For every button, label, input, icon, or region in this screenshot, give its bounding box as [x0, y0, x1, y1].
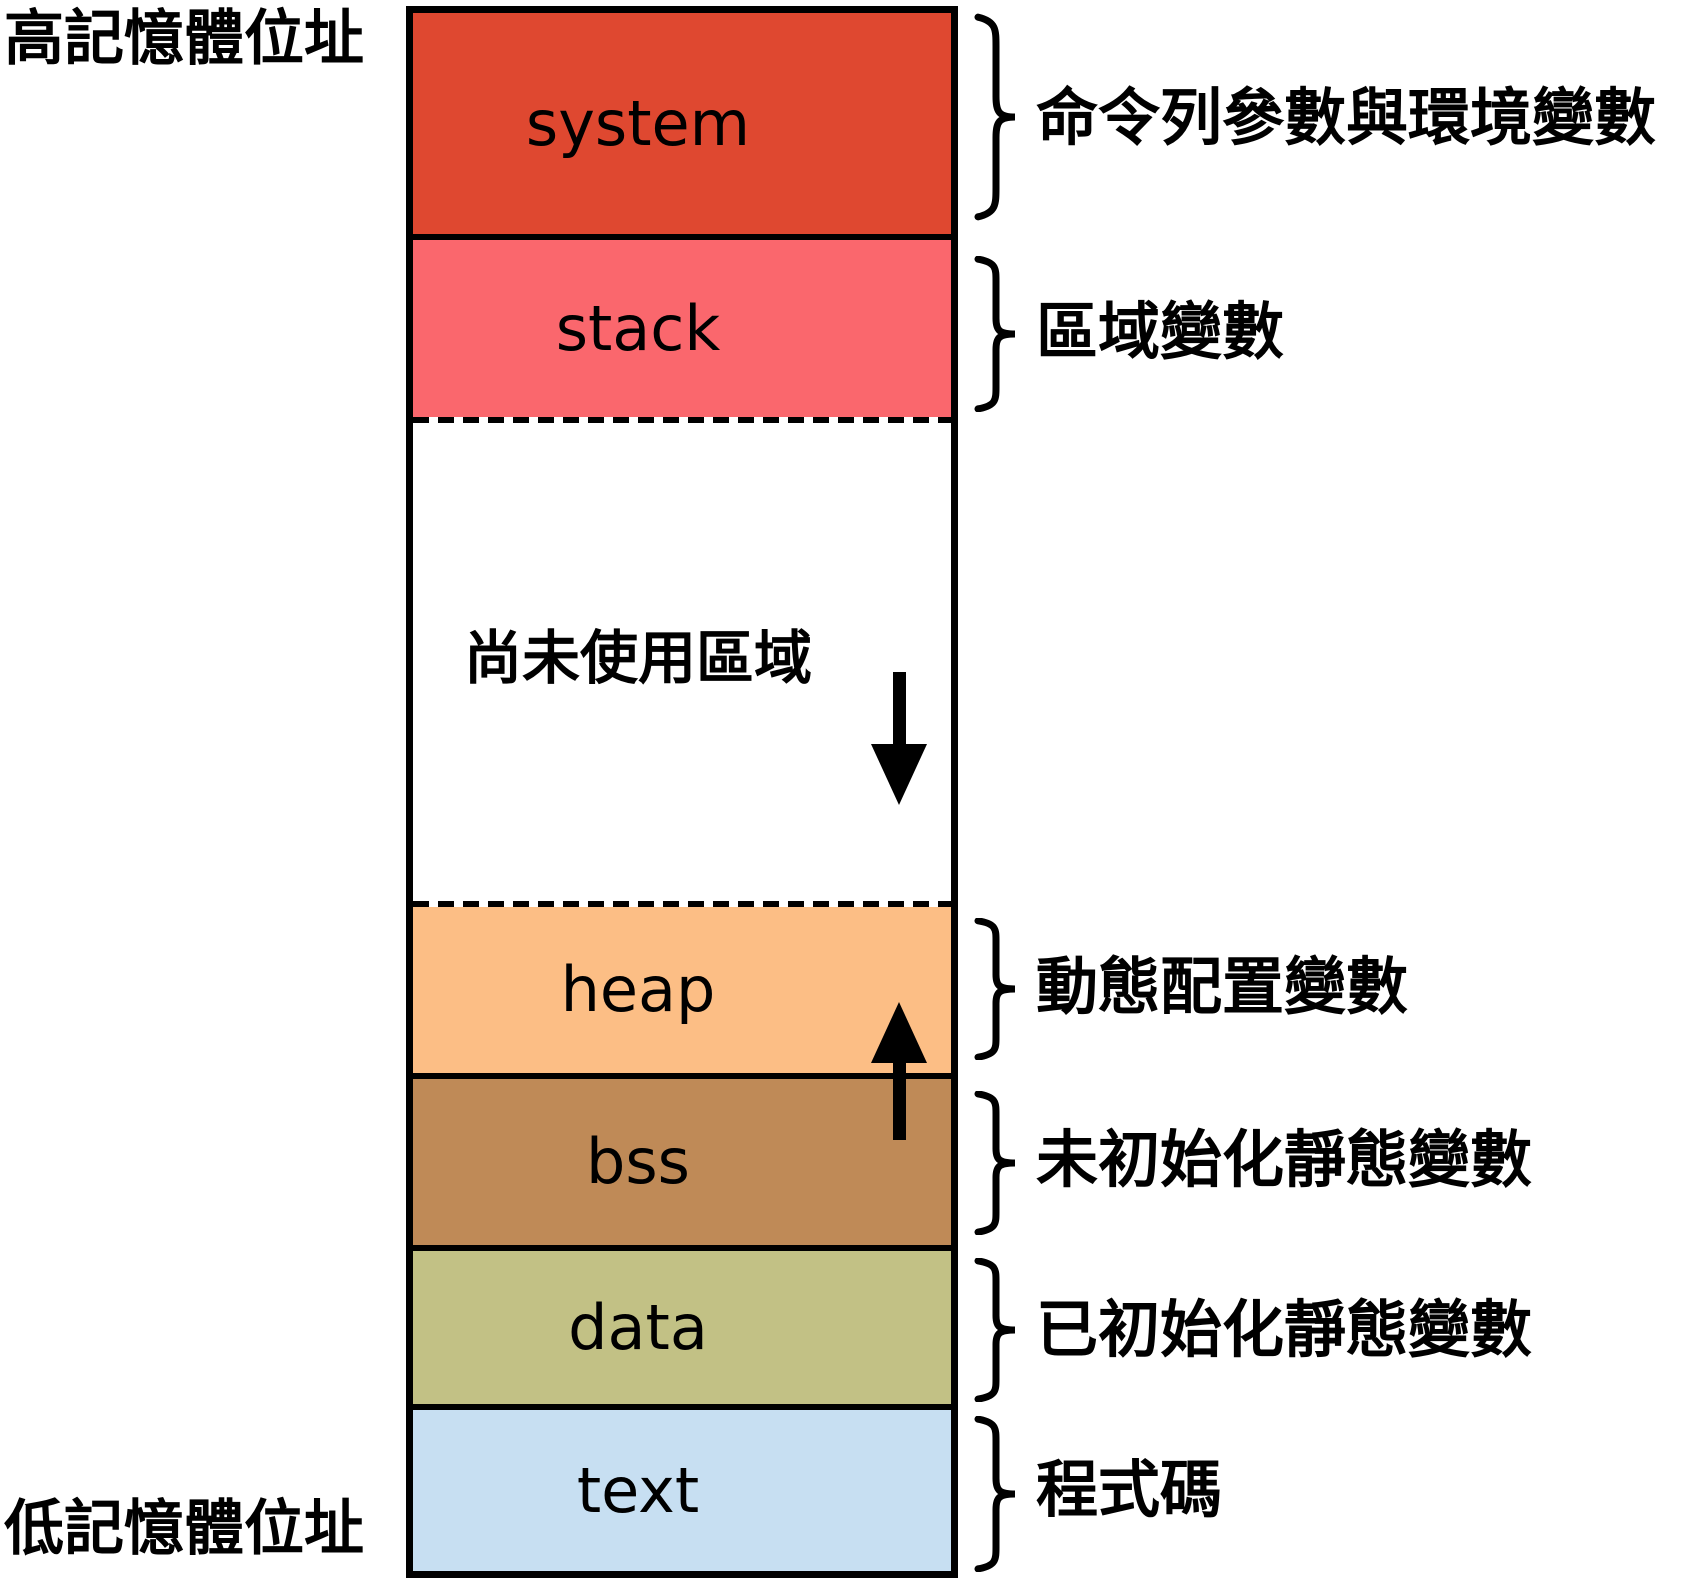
stack-boundary-dashed-line	[413, 417, 951, 423]
text-annotation: 程式碼	[1036, 1453, 1223, 1526]
segment-stack-label: stack	[555, 291, 721, 365]
system-annotation: 命令列參數與環境變數	[1036, 81, 1657, 154]
stack-annotation: 區域變數	[1036, 295, 1285, 368]
segment-divider	[413, 1245, 951, 1251]
segment-bss: bss	[413, 1079, 951, 1245]
segment-data-label: data	[568, 1290, 708, 1364]
bss-brace-icon	[971, 1091, 1021, 1235]
bss-annotation: 未初始化靜態變數	[1036, 1123, 1533, 1196]
segment-system-label: system	[525, 86, 751, 160]
data-brace-icon	[971, 1258, 1021, 1402]
memory-column: system stack 尚未使用區域 heap bss data text	[406, 6, 958, 1578]
data-annotation: 已初始化靜態變數	[1036, 1293, 1533, 1366]
segment-heap-label: heap	[560, 953, 716, 1026]
segment-unused: 尚未使用區域	[413, 423, 951, 1140]
system-brace-icon	[971, 13, 1021, 221]
heap-annotation: 動態配置變數	[1036, 950, 1409, 1023]
segment-divider	[413, 1404, 951, 1410]
segment-bss-label: bss	[586, 1125, 690, 1198]
heap-boundary-dashed-line	[413, 901, 951, 907]
segment-system: system	[413, 13, 951, 234]
high-memory-address-label: 高記憶體位址	[4, 4, 364, 74]
segment-divider	[413, 1073, 951, 1079]
stack-brace-icon	[971, 256, 1021, 412]
segment-data: data	[413, 1251, 951, 1404]
segment-text-label: text	[576, 1453, 700, 1527]
unused-area-label: 尚未使用區域	[463, 624, 812, 692]
segment-heap: heap	[413, 907, 951, 1073]
segment-divider	[413, 234, 951, 240]
segment-stack: stack	[413, 240, 951, 417]
text-brace-icon	[971, 1416, 1021, 1572]
heap-brace-icon	[971, 918, 1021, 1060]
segment-text: text	[413, 1410, 951, 1571]
low-memory-address-label: 低記憶體位址	[4, 1494, 364, 1564]
